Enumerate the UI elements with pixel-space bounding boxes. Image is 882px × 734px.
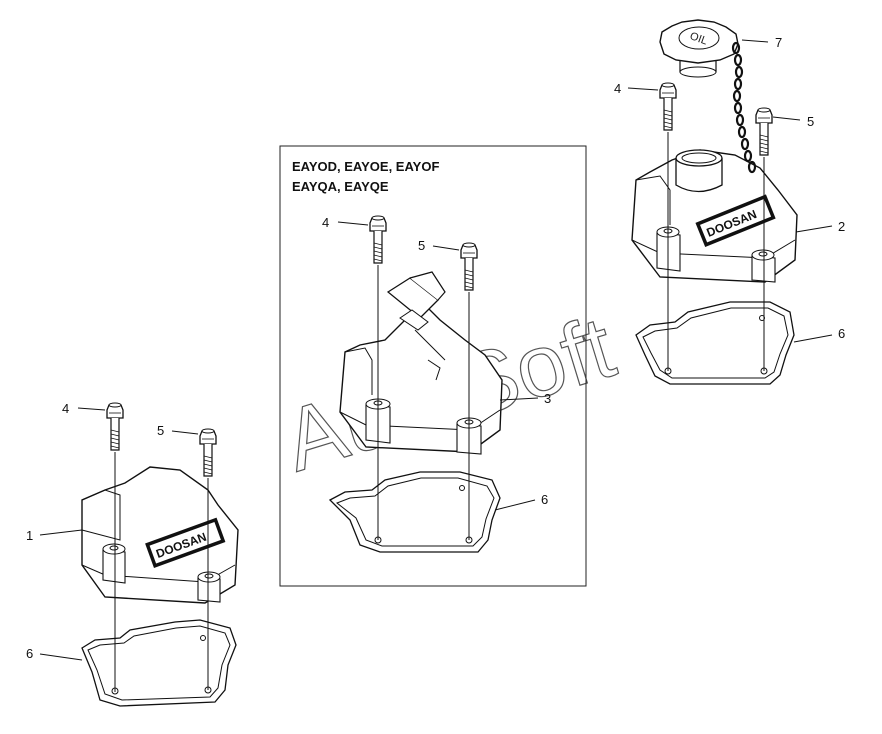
callout-right-cover: 2	[838, 219, 845, 234]
middle-gasket	[328, 471, 501, 553]
left-brand-plate: DOOSAN	[145, 517, 226, 568]
oil-cap-text: OIL	[688, 30, 709, 47]
callout-bolt-long-right: 4	[614, 81, 621, 96]
oil-cap: OIL	[659, 19, 739, 78]
callout-bolt-short-right: 5	[807, 114, 814, 129]
variant-box-frame	[279, 145, 587, 587]
callout-mid-cover: 3	[544, 391, 551, 406]
callout-gasket-middle: 6	[541, 492, 548, 507]
callout-left-cover: 1	[26, 528, 33, 543]
callout-oil-cap: 7	[775, 35, 782, 50]
left-assembly: DOOSAN 4 5 1 6	[26, 401, 239, 707]
variant-box-title-line1: EAYOD, EAYOE, EAYOF	[292, 159, 439, 174]
middle-assembly: 4 5 3 6	[322, 215, 551, 553]
oil-cap-chain	[731, 41, 757, 174]
callout-gasket-left: 6	[26, 646, 33, 661]
right-assembly: DOOSAN OIL 4	[614, 19, 845, 385]
callout-bolt-long-middle: 4	[322, 215, 329, 230]
right-gasket	[635, 301, 795, 385]
variant-box-title-line2: EAYQA, EAYQE	[292, 179, 389, 194]
left-gasket	[81, 619, 237, 707]
callout-gasket-right: 6	[838, 326, 845, 341]
callout-bolt-short-left: 5	[157, 423, 164, 438]
callout-bolt-short-middle: 5	[418, 238, 425, 253]
callout-bolt-long-left: 4	[62, 401, 69, 416]
